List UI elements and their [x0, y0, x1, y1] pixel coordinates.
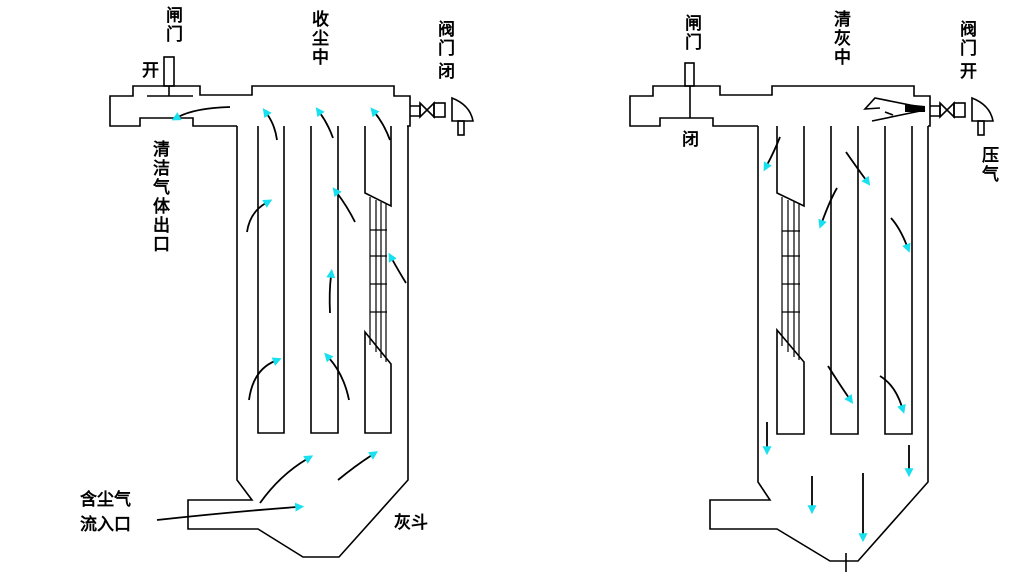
left-blow-valve-icon	[410, 96, 474, 136]
left-state-label: 收尘中	[308, 10, 328, 67]
airflow-arrow	[879, 375, 906, 414]
right-outlet-gate-stem	[684, 62, 695, 87]
right-collector	[629, 62, 994, 572]
airflow-arrow	[763, 136, 781, 172]
left-outlet-gate-stem	[163, 56, 175, 87]
left-outlet-valve-state: 开	[142, 61, 159, 81]
airflow-arrow	[337, 451, 379, 481]
right-filter-bag-1	[776, 126, 805, 208]
right-filter-bag-1-lower	[776, 327, 805, 435]
left-filter-bag-3	[364, 126, 392, 208]
airflow-arrow	[156, 502, 305, 521]
airflow-arrow	[827, 365, 854, 404]
airflow-arrow	[324, 352, 350, 401]
left-airflow-arrows	[156, 106, 407, 521]
right-pulse-jet-icon	[863, 97, 926, 122]
compressed-air-label: 压气	[978, 146, 998, 184]
left-filter-bag-3-lower	[364, 329, 392, 434]
airflow-arrow	[388, 252, 407, 284]
left-blow-valve-label: 阀门	[434, 20, 454, 58]
left-blow-valve-state: 闭	[434, 62, 454, 81]
airflow-arrow	[259, 455, 314, 504]
left-filter-bag-1	[257, 126, 285, 434]
airflow-arrow	[370, 107, 391, 141]
airflow-arrow	[248, 357, 282, 401]
airflow-arrow	[171, 106, 231, 121]
right-blow-valve-state: 开	[956, 62, 976, 81]
airflow-arrow	[315, 107, 334, 139]
left-outlet-valve-label: 闸门	[162, 6, 182, 44]
clean-gas-outlet-label: 清洁气体出口	[149, 140, 169, 254]
right-filter-bag-2	[830, 126, 859, 435]
left-plenum	[109, 85, 411, 127]
airflow-arrow	[818, 187, 838, 229]
right-bag-mesh	[781, 197, 800, 360]
right-outlet-valve-state: 闭	[682, 130, 699, 150]
left-body	[187, 126, 409, 558]
left-filter-bag-2	[310, 126, 339, 434]
airflow-arrow	[326, 268, 336, 314]
dusty-gas-inlet-label-2: 流入口	[80, 515, 131, 535]
airflow-arrow	[262, 108, 278, 141]
airflow-arrow	[246, 199, 273, 233]
right-state-label: 清灰中	[830, 10, 850, 67]
right-airflow-arrows	[762, 136, 914, 543]
left-bag-mesh	[369, 197, 387, 362]
right-body	[709, 126, 929, 562]
airflow-arrow	[845, 151, 871, 186]
right-blow-valve-icon	[930, 96, 994, 136]
right-filter-bag-3	[884, 126, 913, 435]
airflow-arrow	[890, 217, 911, 253]
left-collector	[109, 56, 474, 558]
ash-hopper-label: 灰斗	[394, 513, 428, 533]
dusty-gas-inlet-label-1: 含尘气	[80, 490, 131, 510]
airflow-arrow	[332, 187, 356, 223]
right-outlet-valve-label: 闸门	[681, 14, 701, 52]
right-plenum	[629, 85, 931, 127]
right-blow-valve-label: 阀门	[956, 20, 976, 58]
